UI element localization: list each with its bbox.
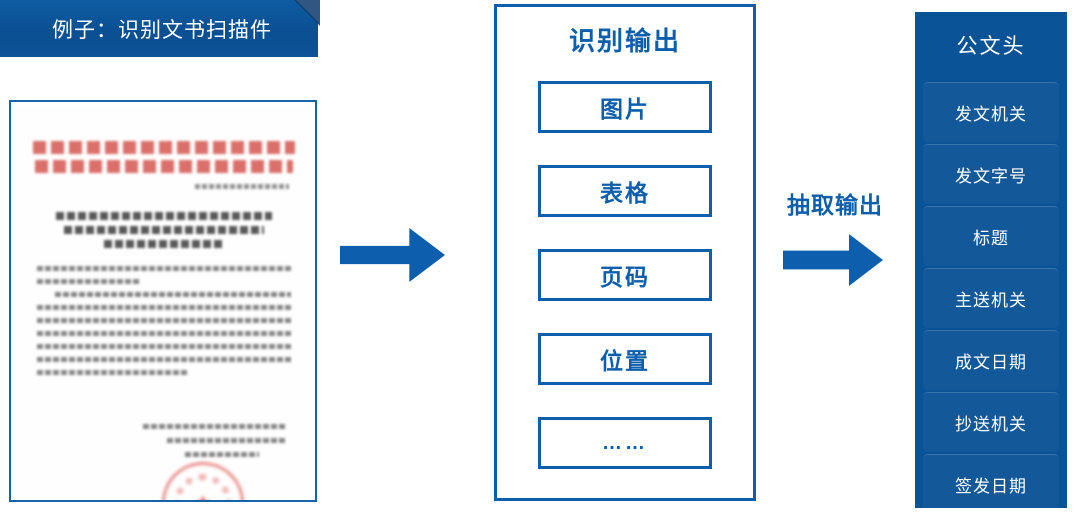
recognition-output-panel: 识别输出 图片 表格 页码 位置 …… xyxy=(494,4,756,501)
extract-output-label: 抽取输出 xyxy=(787,192,883,218)
document-header-panel: 公文头 发文机关 发文字号 标题 主送机关 成文日期 抄送机关 签发日期 xyxy=(915,12,1067,508)
recognition-item-ellipsis[interactable]: …… xyxy=(538,417,712,469)
document-meta-line xyxy=(195,184,289,189)
document-page xyxy=(15,106,311,500)
document-header-title: 公文头 xyxy=(956,35,1026,58)
header-field-main-recipient[interactable]: 主送机关 xyxy=(923,268,1059,328)
document-header-list: 发文机关 发文字号 标题 主送机关 成文日期 抄送机关 签发日期 xyxy=(915,82,1067,516)
recognition-output-title: 识别输出 xyxy=(568,26,681,56)
header-field-title[interactable]: 标题 xyxy=(923,206,1059,266)
official-seal-icon xyxy=(162,462,244,500)
document-red-title xyxy=(33,136,295,179)
recognition-item-image[interactable]: 图片 xyxy=(538,81,712,133)
recognition-item-position[interactable]: 位置 xyxy=(538,333,712,385)
recognition-output-list: 图片 表格 页码 位置 …… xyxy=(497,81,753,469)
header-field-signing-date[interactable]: 签发日期 xyxy=(923,454,1059,514)
flow-arrow-extract-icon xyxy=(783,234,883,286)
flow-arrow-recognize-icon xyxy=(340,228,445,282)
example-banner: 例子：识别文书扫描件 xyxy=(0,0,318,57)
example-banner-title: 例子：识别文书扫描件 xyxy=(52,18,272,42)
header-field-issuing-agency[interactable]: 发文机关 xyxy=(923,82,1059,142)
header-field-document-number[interactable]: 发文字号 xyxy=(923,144,1059,204)
header-field-completion-date[interactable]: 成文日期 xyxy=(923,330,1059,390)
header-field-cc-agency[interactable]: 抄送机关 xyxy=(923,392,1059,452)
document-signature-block xyxy=(135,424,285,466)
scanned-document-preview[interactable] xyxy=(9,100,317,502)
recognition-item-page-number[interactable]: 页码 xyxy=(538,249,712,301)
recognition-item-table[interactable]: 表格 xyxy=(538,165,712,217)
document-subtitle xyxy=(45,206,283,254)
document-body-text xyxy=(37,266,291,383)
